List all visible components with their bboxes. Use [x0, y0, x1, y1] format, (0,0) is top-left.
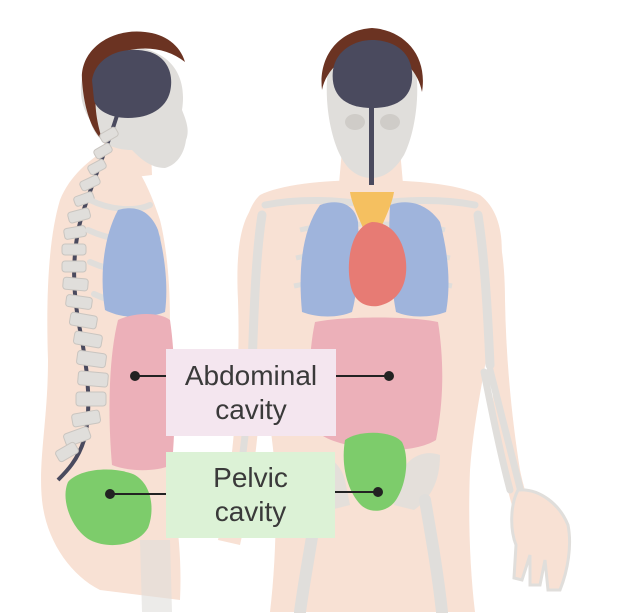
abdominal-label-line1: Abdominal — [184, 359, 318, 391]
pelvic-leader-left-dot — [105, 489, 115, 499]
front-right-hand — [510, 488, 572, 592]
front-lung-left — [300, 202, 359, 317]
pelvic-leader-right-dot — [373, 487, 383, 497]
pelvic-label-line2: cavity — [214, 496, 287, 527]
abdominal-cavity-label: Abdominal cavity — [166, 349, 336, 436]
front-brain — [332, 40, 413, 108]
side-pelvic-cavity — [65, 469, 152, 546]
abdominal-label-line2: cavity — [215, 393, 287, 425]
front-lung-right — [389, 202, 449, 317]
front-forearm-right — [480, 366, 524, 494]
side-lung — [102, 208, 167, 318]
side-brain — [92, 49, 172, 118]
front-humerus-left — [247, 210, 267, 370]
front-heart — [348, 222, 407, 307]
pelvic-cavity-label: Pelvic cavity — [166, 452, 335, 538]
front-eye-socket-left — [345, 114, 365, 130]
front-hair — [321, 28, 423, 92]
side-view-figure — [41, 31, 188, 612]
front-spinal-canal — [369, 100, 374, 185]
front-humerus-right — [473, 210, 495, 370]
abdominal-leader-left-dot — [130, 371, 140, 381]
leader-lines — [105, 371, 394, 499]
side-vertebrae — [55, 126, 119, 463]
abdominal-leader-right-dot — [384, 371, 394, 381]
front-eye-socket-right — [380, 114, 400, 130]
front-thymus — [350, 192, 394, 235]
side-abdominal-cavity — [109, 314, 175, 471]
front-abdominal-cavity — [309, 317, 443, 450]
pelvic-label-line1: Pelvic — [213, 462, 288, 493]
front-femur-right — [419, 494, 448, 613]
front-right-arm — [480, 200, 548, 548]
side-leg — [140, 540, 172, 612]
